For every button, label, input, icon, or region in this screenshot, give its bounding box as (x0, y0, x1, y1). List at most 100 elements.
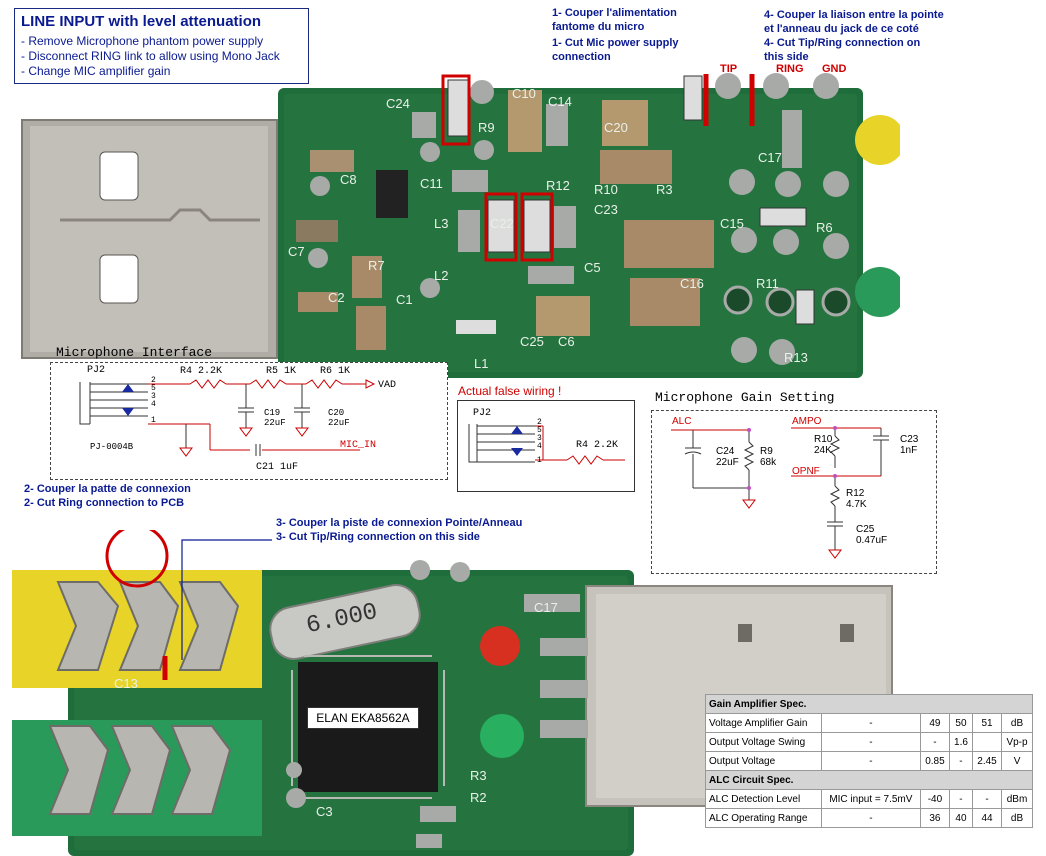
spec-cell: Output Voltage Swing (705, 732, 822, 752)
mic-pj2: PJ2 (87, 365, 106, 376)
leader-note-3 (181, 539, 272, 660)
silkscreen-label: R10 (594, 182, 618, 197)
spec-section-alc: ALC Circuit Spec. (705, 770, 1033, 790)
gain-setting-title: Microphone Gain Setting (655, 390, 835, 405)
silkscreen-label: R11 (756, 276, 779, 291)
spec-cell: 49 (919, 713, 950, 733)
red-box-r10 (484, 192, 518, 262)
top-pcb-components (296, 73, 851, 365)
gain-r12: R12 4.7K (846, 488, 867, 510)
spec-cell: - (820, 713, 921, 733)
silkscreen-label: C1 (396, 292, 413, 307)
false-pin-2: 2 (537, 418, 542, 427)
mic-pin-1: 1 (151, 416, 156, 425)
mic-r6: R6 1K (320, 366, 351, 377)
mic-pj0004b: PJ-0004B (90, 442, 134, 452)
spec-cell: 1.6 (948, 732, 973, 752)
spec-cell: dB (1001, 713, 1033, 733)
false-wiring-title: Actual false wiring ! (458, 384, 562, 398)
false-wiring-box (457, 400, 635, 492)
spec-cell: - (948, 751, 973, 771)
spec-cell: dBm (1001, 789, 1033, 809)
note-1-fr: 1- Couper l'alimentation fantome du micr… (552, 7, 677, 33)
spec-cell: - (820, 732, 921, 752)
mic-c19: C19 22uF (264, 408, 286, 428)
green-led (480, 714, 524, 758)
silkscreen-label: R2 (470, 790, 487, 805)
top-pcb-photo (21, 73, 900, 378)
mic-pin-2: 2 (151, 376, 156, 385)
spec-cell: Voltage Amplifier Gain (705, 713, 822, 733)
spec-cell: Vp-p (1001, 732, 1033, 752)
table-row: Output Voltage - 0.85 - 2.45 V (705, 751, 1033, 771)
red-box-r9 (441, 74, 471, 146)
mic-in-label: MIC_IN (340, 440, 377, 451)
spec-cell: ALC Operating Range (705, 808, 822, 828)
crystal (269, 584, 421, 660)
spec-cell: 51 (971, 713, 1003, 733)
bottom-pads (286, 560, 588, 848)
silkscreen-label: C16 (680, 276, 704, 291)
silkscreen-label: L2 (434, 268, 449, 283)
silkscreen-label: C17 (534, 600, 558, 615)
silkscreen-label: L1 (474, 356, 489, 371)
green-jack-contacts (48, 725, 232, 815)
mic-c21: C21 1uF (256, 462, 299, 473)
title-line-3: - Change MIC amplifier gain (21, 64, 171, 78)
tip-label: TIP (720, 63, 738, 75)
silkscreen-label: R7 (368, 258, 385, 273)
usb-hole-1 (99, 151, 139, 201)
title-line-1: - Remove Microphone phantom power supply (21, 34, 264, 48)
gain-c24: C24 22uF (716, 446, 739, 468)
mic-interface-title: Microphone Interface (56, 345, 213, 360)
green-jack-top (855, 267, 900, 317)
silkscreen-label: R3 (656, 182, 673, 197)
spec-cell: - (820, 751, 921, 771)
spec-section-gain: Gain Amplifier Spec. (705, 694, 1033, 714)
note-2-en: 2- Cut Ring connection to PCB (24, 497, 185, 509)
false-r4: R4 2.2K (576, 440, 619, 451)
false-pin-4: 4 (537, 442, 542, 451)
spec-cell: MIC input = 7.5mV (820, 789, 921, 809)
spec-cell: V (1001, 751, 1033, 771)
table-row: ALC Operating Range - 36 40 44 dB (705, 808, 1033, 828)
table-row: ALC Detection Level MIC input = 7.5mV -4… (705, 789, 1033, 809)
spec-cell: 0.85 (919, 751, 950, 771)
silkscreen-label: R9 (478, 120, 495, 135)
mic-c20: C20 22uF (328, 408, 350, 428)
mic-interface-schematic (79, 379, 376, 457)
usb-hole-2 (99, 254, 139, 304)
red-led (480, 626, 520, 666)
spec-cell: - (971, 789, 1003, 809)
spec-cell: ALC Detection Level (705, 789, 822, 809)
silkscreen-label: C15 (720, 216, 744, 231)
table-row: Output Voltage Swing - - 1.6 Vp-p (705, 732, 1033, 752)
note-4-fr: 4- Couper la liaison entre la pointe et … (764, 9, 944, 35)
red-box-r12 (520, 192, 554, 262)
silkscreen-label: C22 (490, 216, 514, 231)
mic-pin-4: 4 (151, 400, 156, 409)
yellow-jack-top (855, 115, 900, 165)
false-pin-3: 3 (537, 434, 542, 443)
silkscreen-label: R6 (816, 220, 833, 235)
gain-setting-box (651, 410, 937, 574)
spec-cell: 50 (948, 713, 973, 733)
spec-cell: - (919, 732, 950, 752)
note-3-en: 3- Cut Tip/Ring connection on this side (276, 531, 480, 543)
mic-r4: R4 2.2K (180, 366, 223, 377)
red-circle-ring-cut (105, 530, 169, 588)
silkscreen-label: C11 (420, 176, 443, 191)
silkscreen-label: C17 (758, 150, 782, 165)
yellow-jack-contacts (56, 581, 240, 671)
silkscreen-label: C8 (340, 172, 357, 187)
silkscreen-label: C25 (520, 334, 544, 349)
mic-r5: R5 1K (266, 366, 297, 377)
silkscreen-label: C5 (584, 260, 601, 275)
silkscreen-label: R3 (470, 768, 487, 783)
note-3-fr: 3- Couper la piste de connexion Pointe/A… (276, 517, 523, 529)
usb-slot-3 (840, 624, 854, 642)
usb-slot-1 (738, 624, 752, 642)
title-line-2: - Disconnect RING link to allow using Mo… (21, 49, 280, 63)
silkscreen-label: C10 (512, 86, 536, 101)
silkscreen-label: C13 (114, 676, 138, 691)
